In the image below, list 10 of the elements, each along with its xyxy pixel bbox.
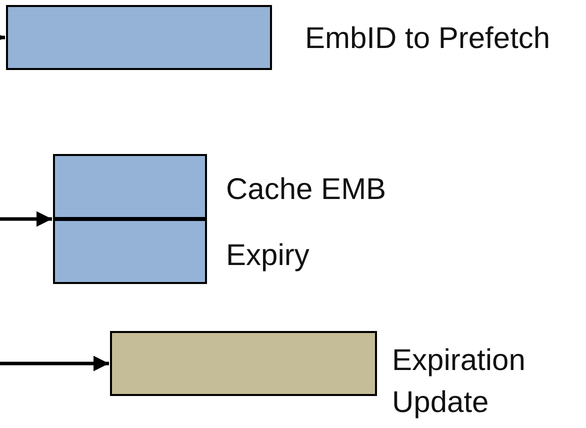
box-caption: Cache EMB xyxy=(226,172,388,208)
rectangle-box xyxy=(53,154,207,219)
rectangle-box xyxy=(6,5,272,70)
box-caption: EmbID to Prefetch xyxy=(305,21,552,57)
arrow xyxy=(0,211,52,227)
box-caption: Expiry xyxy=(226,238,310,274)
rectangle-box xyxy=(110,331,377,396)
box-caption: Expiration Update xyxy=(392,343,526,421)
arrow xyxy=(0,356,109,372)
rectangle-box xyxy=(53,219,207,284)
